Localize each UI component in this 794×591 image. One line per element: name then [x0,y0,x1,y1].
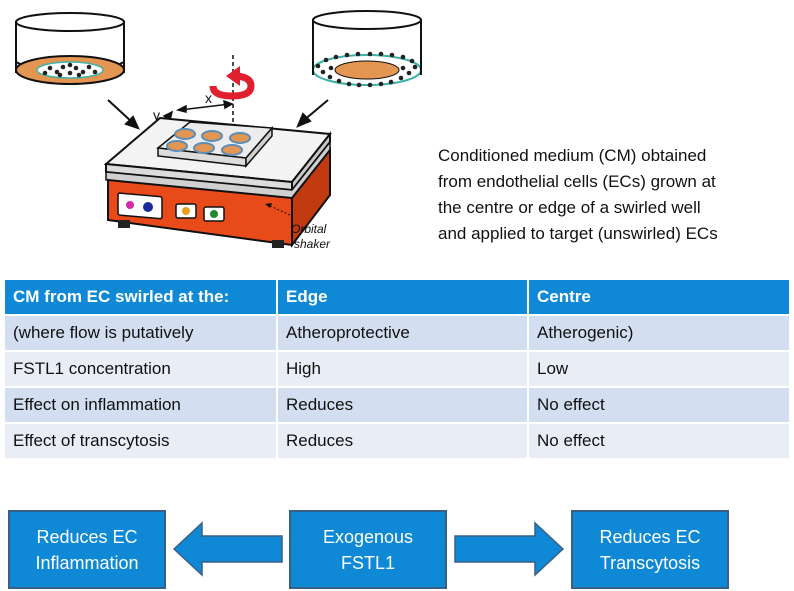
box-line: Reduces EC [599,526,701,547]
box-line: Inflammation [35,552,139,573]
box-line: Transcytosis [599,552,701,573]
table-cell: FSTL1 concentration [5,350,278,387]
table-row: FSTL1 concentration High Low [5,350,789,387]
table-row: Effect on inflammation Reduces No effect [5,386,789,423]
table-row: (where flow is putatively Atheroprotecti… [5,314,789,351]
right-arrow-icon [454,521,565,577]
caption: Conditioned medium (CM) obtained from en… [438,143,788,247]
header-edge: Edge [277,280,529,315]
dish-arrows [107,99,329,130]
dish-edge-cells [312,10,422,88]
box-line: Exogenous [322,526,414,547]
table-cell: (where flow is putatively [5,314,278,351]
shaker-body [105,139,331,248]
rotation-arrow-icon [209,66,255,100]
table-row: Effect of transcytosis Reduces No effect [5,422,789,458]
caption-line: and applied to target (unswirled) ECs [438,224,718,243]
table-cell: Reduces [277,386,529,423]
shaker-label-line1: Orbital [291,222,327,236]
y-axis-label: y [153,107,160,123]
header-centre: Centre [528,280,789,315]
caption-line: Conditioned medium (CM) obtained [438,146,707,165]
box-line: FSTL1 [340,552,396,573]
exogenous-fstl1-box: Exogenous FSTL1 [289,510,447,589]
box-line: Reduces EC [36,526,138,547]
x-axis-label: x [205,90,212,106]
table-cell: Effect on inflammation [5,386,278,423]
header-condition: CM from EC swirled at the: [5,280,278,315]
table-header-row: CM from EC swirled at the: Edge Centre [5,280,789,315]
table-cell: Atherogenic) [528,314,789,351]
dish-centre-cells [15,12,125,85]
table-cell: No effect [528,386,789,423]
left-arrow-icon [172,521,283,577]
caption-line: from endothelial cells (ECs) grown at [438,172,716,191]
reduces-inflammation-box: Reduces EC Inflammation [8,510,166,589]
table-cell: Effect of transcytosis [5,422,278,458]
orbital-shaker-illustration: x y Orbital shaker [15,10,422,251]
reduces-transcytosis-box: Reduces EC Transcytosis [571,510,729,589]
shaker-label-line2: shaker [294,237,331,251]
cm-comparison-table: CM from EC swirled at the: Edge Centre (… [5,280,789,458]
table-cell: Low [528,350,789,387]
table-cell: Reduces [277,422,529,458]
table-cell: Atheroprotective [277,314,529,351]
table-cell: No effect [528,422,789,458]
caption-line: the centre or edge of a swirled well [438,198,701,217]
table-cell: High [277,350,529,387]
